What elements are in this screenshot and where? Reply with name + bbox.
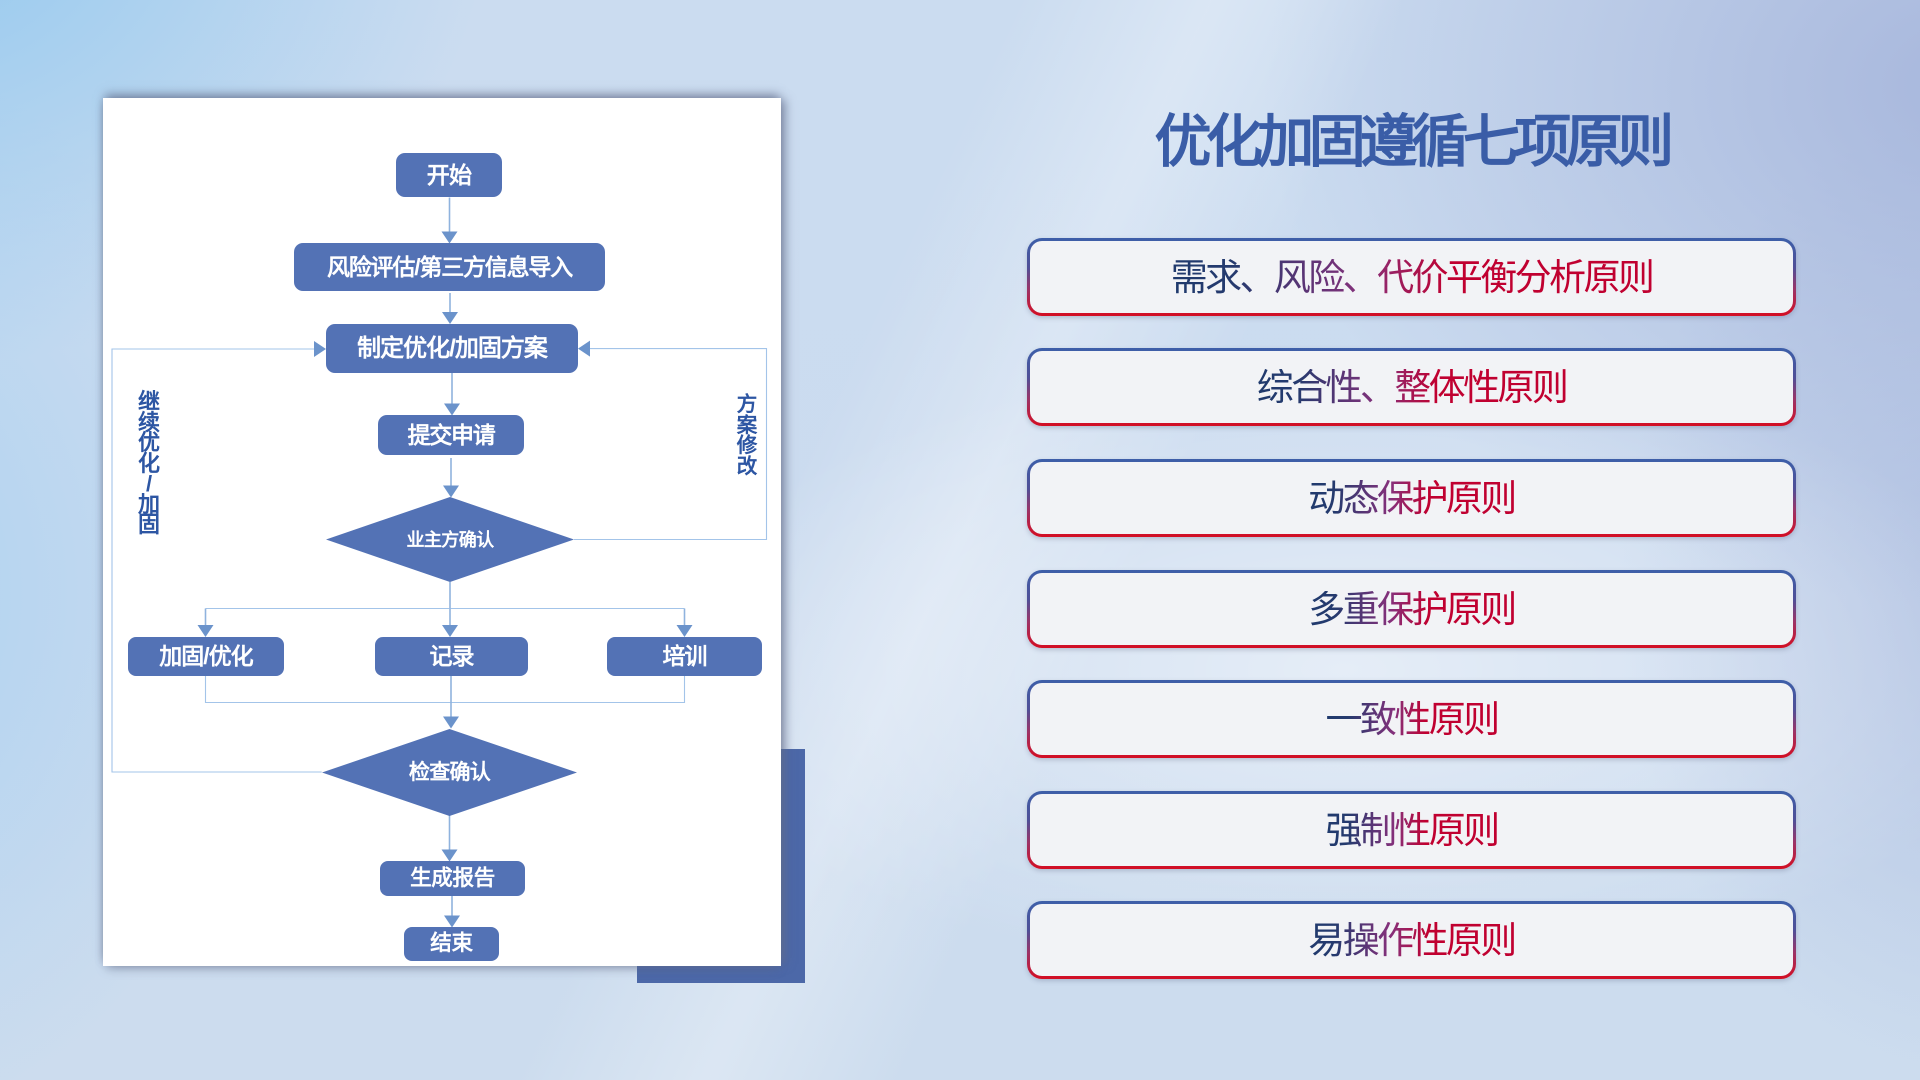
principle-box-2: 综合性、整体性原则 bbox=[1027, 348, 1796, 426]
principle-box-4-inner: 多重保护原则 bbox=[1030, 573, 1793, 645]
flow-node-submit: 提交申请 bbox=[378, 415, 524, 455]
principle-box-5: 一致性原则 bbox=[1027, 680, 1796, 758]
flow-node-reinforce: 加固/优化 bbox=[128, 637, 284, 676]
principle-box-1: 需求、风险、代价平衡分析原则 bbox=[1027, 238, 1796, 316]
flow-node-report: 生成报告 bbox=[380, 861, 525, 896]
flow-node-risk: 风险评估/第三方信息导入 bbox=[294, 243, 605, 291]
principle-box-3: 动态保护原则 bbox=[1027, 459, 1796, 537]
principle-box-2-inner: 综合性、整体性原则 bbox=[1030, 351, 1793, 423]
flow-node-check-label: 检查确认 bbox=[408, 761, 491, 784]
flow-node-owner-confirm-label: 业主方确认 bbox=[406, 529, 495, 550]
flow-node-record: 记录 bbox=[375, 637, 528, 676]
principle-box-4: 多重保护原则 bbox=[1027, 570, 1796, 648]
principle-box-6-inner: 强制性原则 bbox=[1030, 794, 1793, 866]
principle-box-3-inner: 动态保护原则 bbox=[1030, 462, 1793, 534]
principle-box-6-label: 强制性原则 bbox=[1325, 809, 1501, 851]
flow-node-reinforce-label: 加固/优化 bbox=[159, 643, 253, 669]
flow-node-start-label: 开始 bbox=[426, 161, 472, 188]
page-title: 优化加固遵循七项原则 bbox=[1154, 110, 1675, 174]
principle-box-6: 强制性原则 bbox=[1027, 791, 1796, 869]
principle-box-1-label: 需求、风险、代价平衡分析原则 bbox=[1170, 256, 1655, 298]
principle-box-4-label: 多重保护原则 bbox=[1308, 588, 1517, 630]
flow-node-end: 结束 bbox=[404, 927, 499, 961]
principle-box-1-inner: 需求、风险、代价平衡分析原则 bbox=[1030, 241, 1793, 313]
flow-node-plan: 制定优化/加固方案 bbox=[326, 324, 578, 373]
flow-node-start: 开始 bbox=[396, 153, 502, 197]
principle-box-5-inner: 一致性原则 bbox=[1030, 683, 1793, 755]
flow-node-end-label: 结束 bbox=[430, 931, 473, 956]
loop-label-modify: 方 案 修 改 bbox=[736, 393, 758, 478]
flow-node-record-label: 记录 bbox=[429, 643, 475, 669]
flow-node-plan-label: 制定优化/加固方案 bbox=[357, 334, 548, 362]
flow-node-training-label: 培训 bbox=[662, 643, 708, 669]
flow-node-risk-label: 风险评估/第三方信息导入 bbox=[327, 253, 573, 280]
principle-box-5-label: 一致性原则 bbox=[1325, 698, 1501, 740]
principle-box-7-inner: 易操作性原则 bbox=[1030, 904, 1793, 976]
flow-node-report-label: 生成报告 bbox=[410, 865, 495, 890]
flow-node-training: 培训 bbox=[607, 637, 762, 676]
principle-box-3-label: 动态保护原则 bbox=[1308, 477, 1517, 519]
principle-box-2-label: 综合性、整体性原则 bbox=[1256, 366, 1569, 408]
loop-label-continue: 继 续 优 化 / 加 固 bbox=[137, 389, 160, 537]
principle-box-7-label: 易操作性原则 bbox=[1308, 919, 1517, 961]
flow-node-submit-label: 提交申请 bbox=[407, 421, 496, 448]
principle-box-7: 易操作性原则 bbox=[1027, 901, 1796, 979]
